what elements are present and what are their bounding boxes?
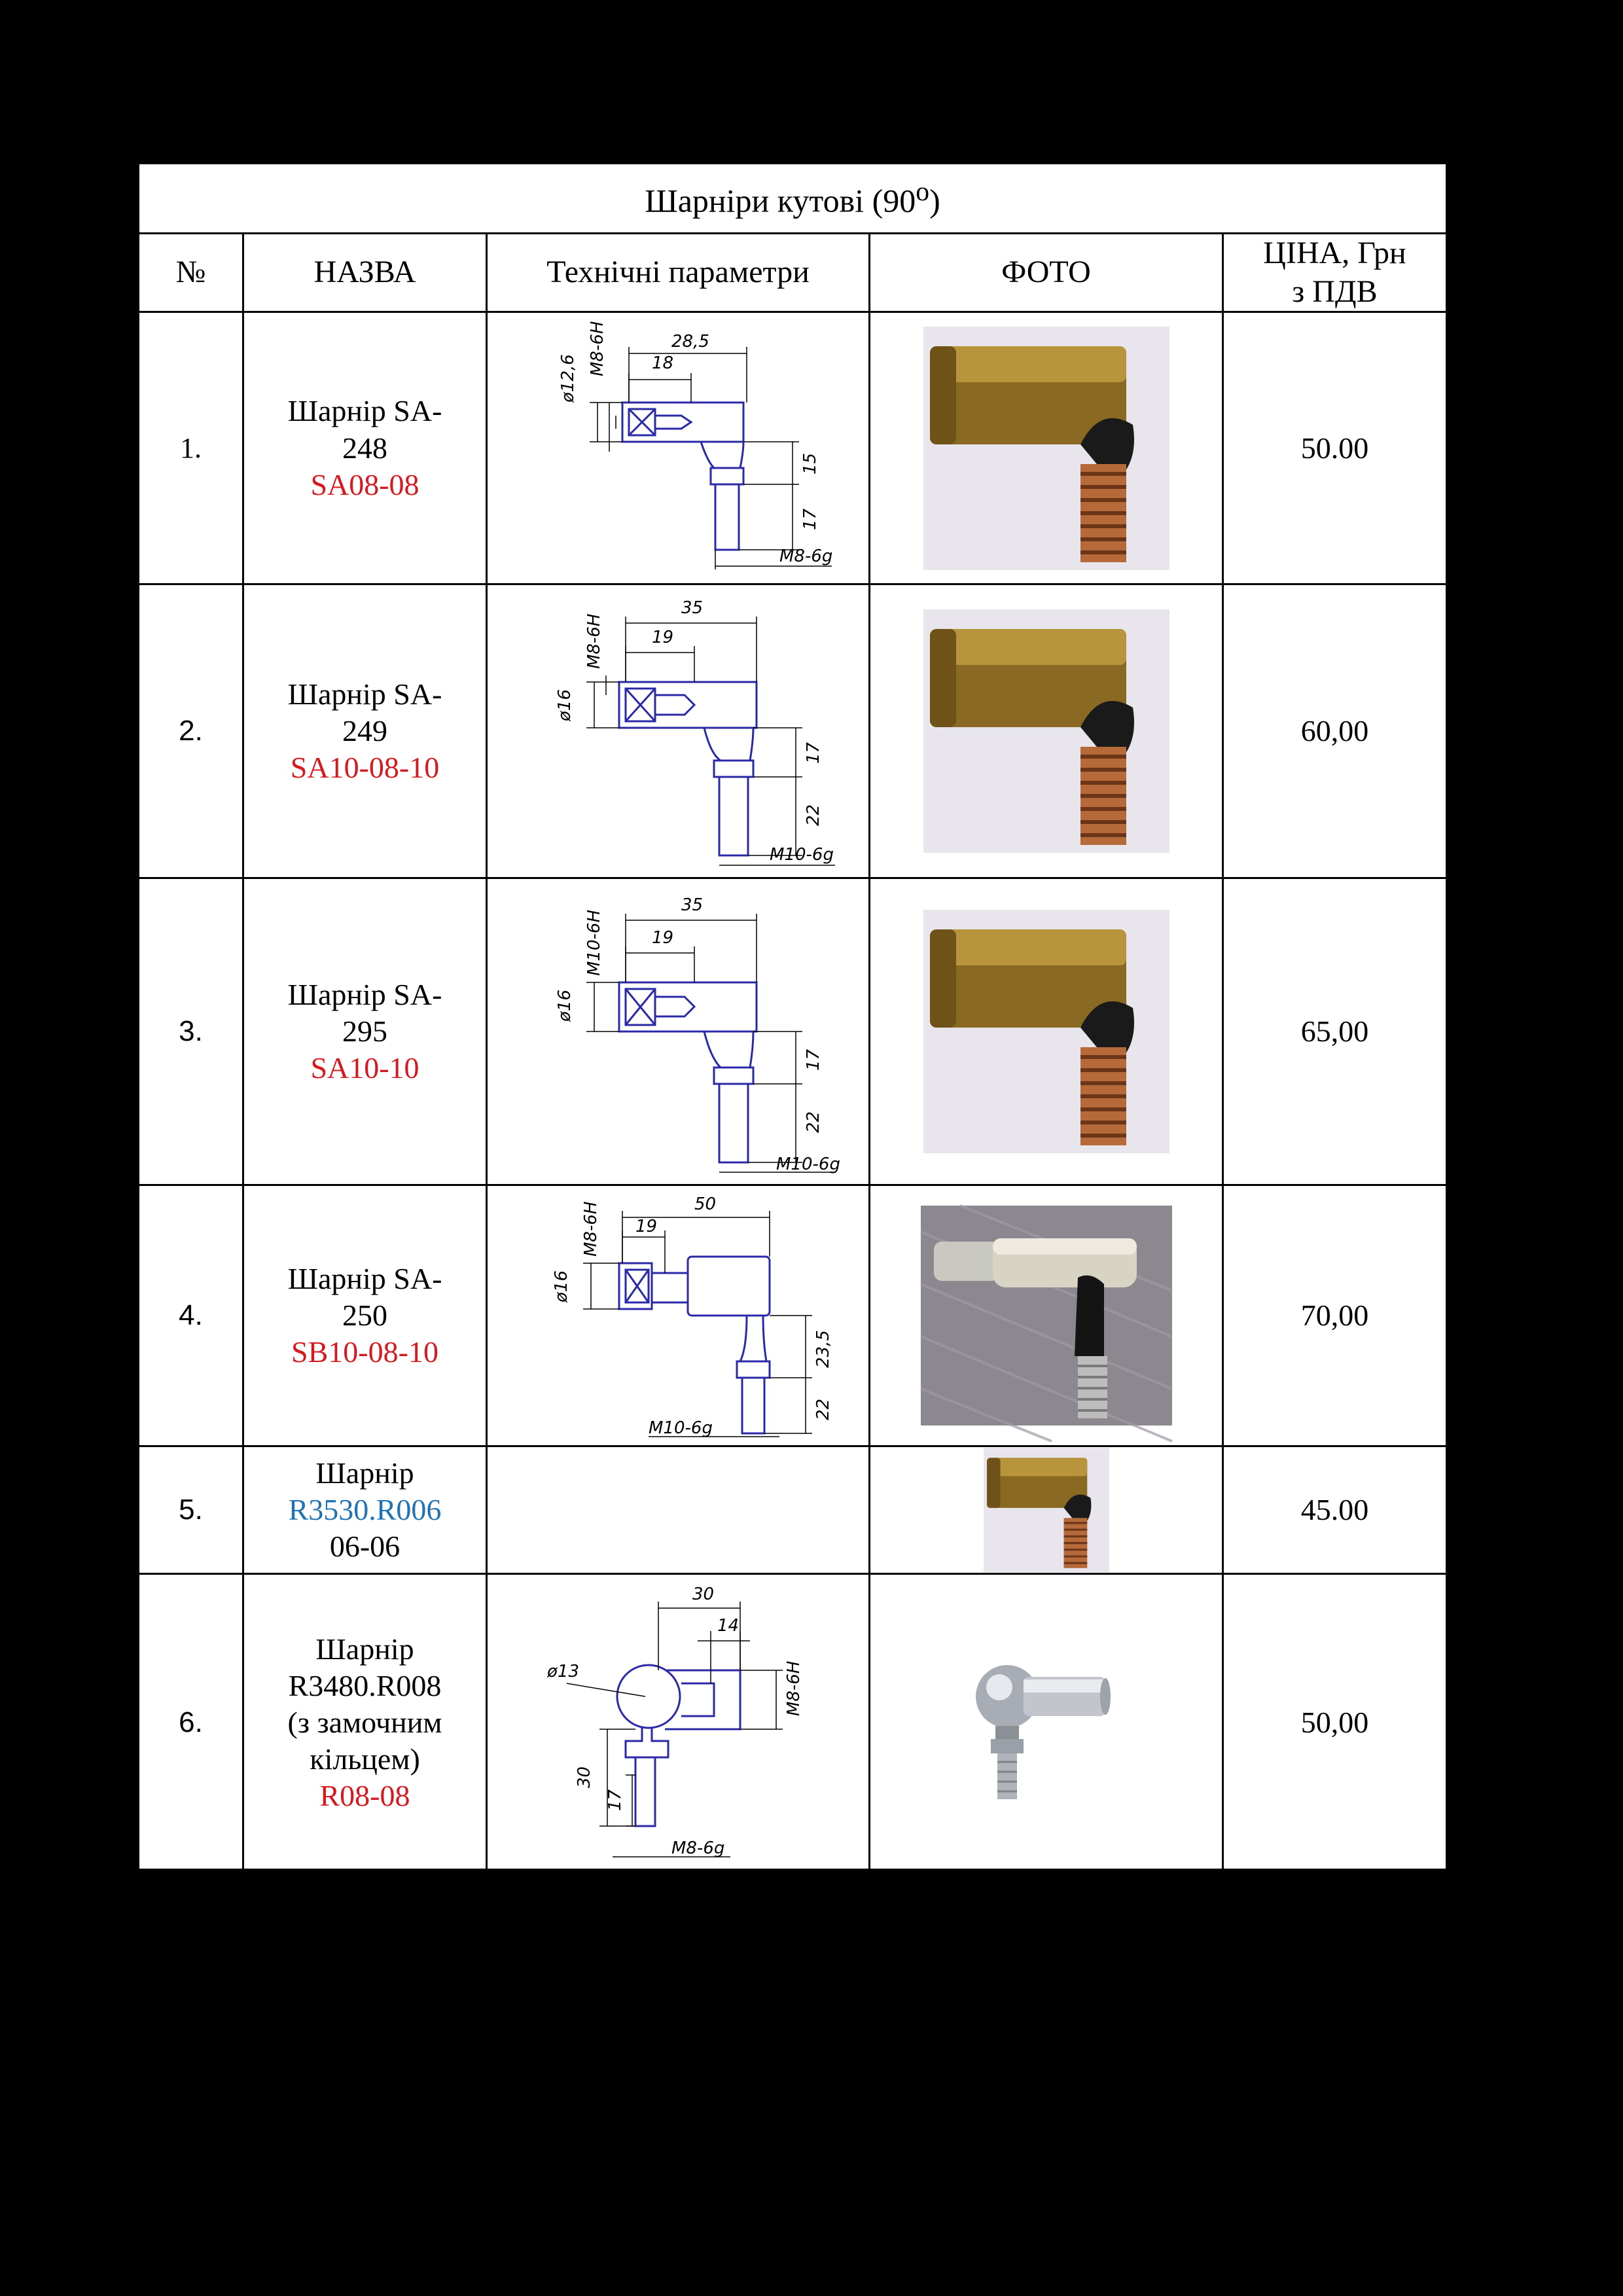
dim-label: 14	[717, 1616, 739, 1636]
brass-ball-joint-photo	[983, 1448, 1109, 1573]
header-photo: ФОТО	[868, 232, 1224, 314]
dim-label: 23,5	[813, 1330, 833, 1368]
technical-drawing: 50 19 ø16 M8-6H 23,5 22 M10-6g	[486, 1184, 870, 1448]
technical-drawing: 28,5 18 ø12,6 M8-6H 15 17 M8-6g	[486, 311, 870, 586]
l-joint-drawing: 35 19 ø16 M10-6H 17 22 M10-6g	[555, 895, 840, 1174]
l-joint-drawing: 28,5 18 ø12,6 M8-6H 15 17 M8-6g	[558, 321, 832, 569]
dim-label: 19	[652, 628, 673, 647]
dim-label: 17	[804, 1049, 823, 1071]
product-code: R3530.R006	[288, 1493, 442, 1527]
table-title: Шарніри кутові (90о)	[137, 162, 1448, 234]
product-price: 45.00	[1222, 1445, 1448, 1575]
dim-label: 50	[694, 1194, 716, 1214]
steel-ball-joint-photo	[919, 1204, 1173, 1443]
product-photo	[868, 877, 1224, 1187]
dim-label: ø16	[555, 689, 575, 722]
table-row: 2. Шарнір SA-249 SA10-08-10	[137, 583, 1448, 880]
product-name: Шарнір SA-295 SA10-10	[242, 877, 488, 1187]
product-photo	[868, 311, 1224, 586]
technical-drawing: 30 14 ø13 M8-6H 30 17 M8-6g	[486, 1573, 870, 1873]
dim-label: M8-6H	[784, 1661, 804, 1716]
table-row: 4. Шарнір SA-250 SB10-08-10	[137, 1184, 1448, 1448]
dim-label: M8-6g	[779, 547, 832, 566]
table-row: 3. Шарнір SA-295 SA10-10	[137, 877, 1448, 1187]
product-code: SA10-08-10	[290, 751, 440, 785]
header-number: №	[137, 232, 244, 314]
product-name: Шарнір R3530.R006 06-06	[242, 1445, 488, 1575]
row-number: 6.	[137, 1573, 244, 1873]
product-price: 70,00	[1222, 1184, 1448, 1448]
price-table: Шарніри кутові (90о) № НАЗВА Технічні па…	[137, 162, 1448, 1873]
row-number: 2.	[137, 583, 244, 880]
product-code: SB10-08-10	[291, 1335, 438, 1369]
technical-drawing: 35 19 ø16 M10-6H 17 22 M10-6g	[486, 877, 870, 1187]
dim-label: 30	[575, 1767, 594, 1788]
dim-label: M8-6H	[581, 1202, 601, 1257]
chrome-ball-joint-photo	[961, 1624, 1132, 1821]
l-joint-drawing: 50 19 ø16 M8-6H 23,5 22 M10-6g	[552, 1194, 833, 1438]
ball-socket-drawing: 30 14 ø13 M8-6H 30 17 M8-6g	[546, 1585, 804, 1858]
dim-label: 18	[652, 353, 673, 373]
dim-label: 19	[652, 928, 673, 948]
product-price: 65,00	[1222, 877, 1448, 1187]
dim-label: 22	[813, 1399, 833, 1420]
table-row: 1. Шарнір SA-248 SA08-08	[137, 311, 1448, 586]
product-code: SA08-08	[310, 467, 419, 501]
dim-label: M8-6H	[588, 321, 607, 376]
dim-label: ø16	[555, 990, 575, 1022]
dim-label: ø12,6	[558, 354, 578, 403]
product-photo	[868, 1445, 1224, 1575]
dim-label: M10-6g	[649, 1418, 713, 1438]
header-name: НАЗВА	[242, 232, 488, 314]
product-photo	[868, 583, 1224, 880]
dim-label: ø13	[546, 1662, 579, 1681]
product-price: 50,00	[1222, 1573, 1448, 1873]
row-number: 1.	[137, 311, 244, 586]
table-row: 5. Шарнір R3530.R006 06-06 45.00	[137, 1445, 1448, 1575]
row-number: 3.	[137, 877, 244, 1187]
dim-label: M10-6g	[776, 1155, 840, 1174]
dim-label: ø16	[552, 1270, 571, 1303]
dim-label: 17	[800, 508, 820, 530]
dim-label: 22	[804, 1111, 823, 1133]
dim-label: 22	[804, 804, 823, 826]
dim-label: M8-6H	[584, 614, 604, 669]
product-price: 60,00	[1222, 583, 1448, 880]
product-code: SA10-10	[310, 1051, 419, 1085]
dim-label: 15	[800, 453, 820, 475]
product-name: Шарнір SA-250 SB10-08-10	[242, 1184, 488, 1448]
dim-label: 35	[681, 895, 703, 915]
brass-ball-joint-photo	[923, 910, 1169, 1154]
dim-label: 30	[692, 1585, 714, 1604]
dim-label: 28,5	[671, 332, 709, 351]
dim-label: M10-6g	[770, 845, 834, 865]
technical-drawing	[486, 1445, 870, 1575]
brass-ball-joint-photo	[923, 609, 1169, 853]
dim-label: 19	[635, 1217, 657, 1236]
dim-label: M8-6g	[671, 1839, 724, 1858]
product-name: Шарнір SA-248 SA08-08	[242, 311, 488, 586]
product-price: 50.00	[1222, 311, 1448, 586]
l-joint-drawing: 35 19 ø16 M8-6H 17 22 M10-6g	[555, 598, 835, 866]
row-number: 5.	[137, 1445, 244, 1575]
dim-label: 35	[681, 598, 703, 618]
brass-ball-joint-photo	[923, 326, 1169, 570]
product-name: Шарнір SA-249 SA10-08-10	[242, 583, 488, 880]
dim-label: 17	[605, 1789, 625, 1812]
row-number: 4.	[137, 1184, 244, 1448]
product-photo	[868, 1573, 1224, 1873]
technical-drawing: 35 19 ø16 M8-6H 17 22 M10-6g	[486, 583, 870, 880]
dim-label: 17	[804, 742, 823, 764]
product-photo	[868, 1184, 1224, 1448]
product-code: R08-08	[319, 1779, 410, 1813]
header-params: Технічні параметри	[486, 232, 870, 314]
dim-label: M10-6H	[584, 910, 604, 976]
